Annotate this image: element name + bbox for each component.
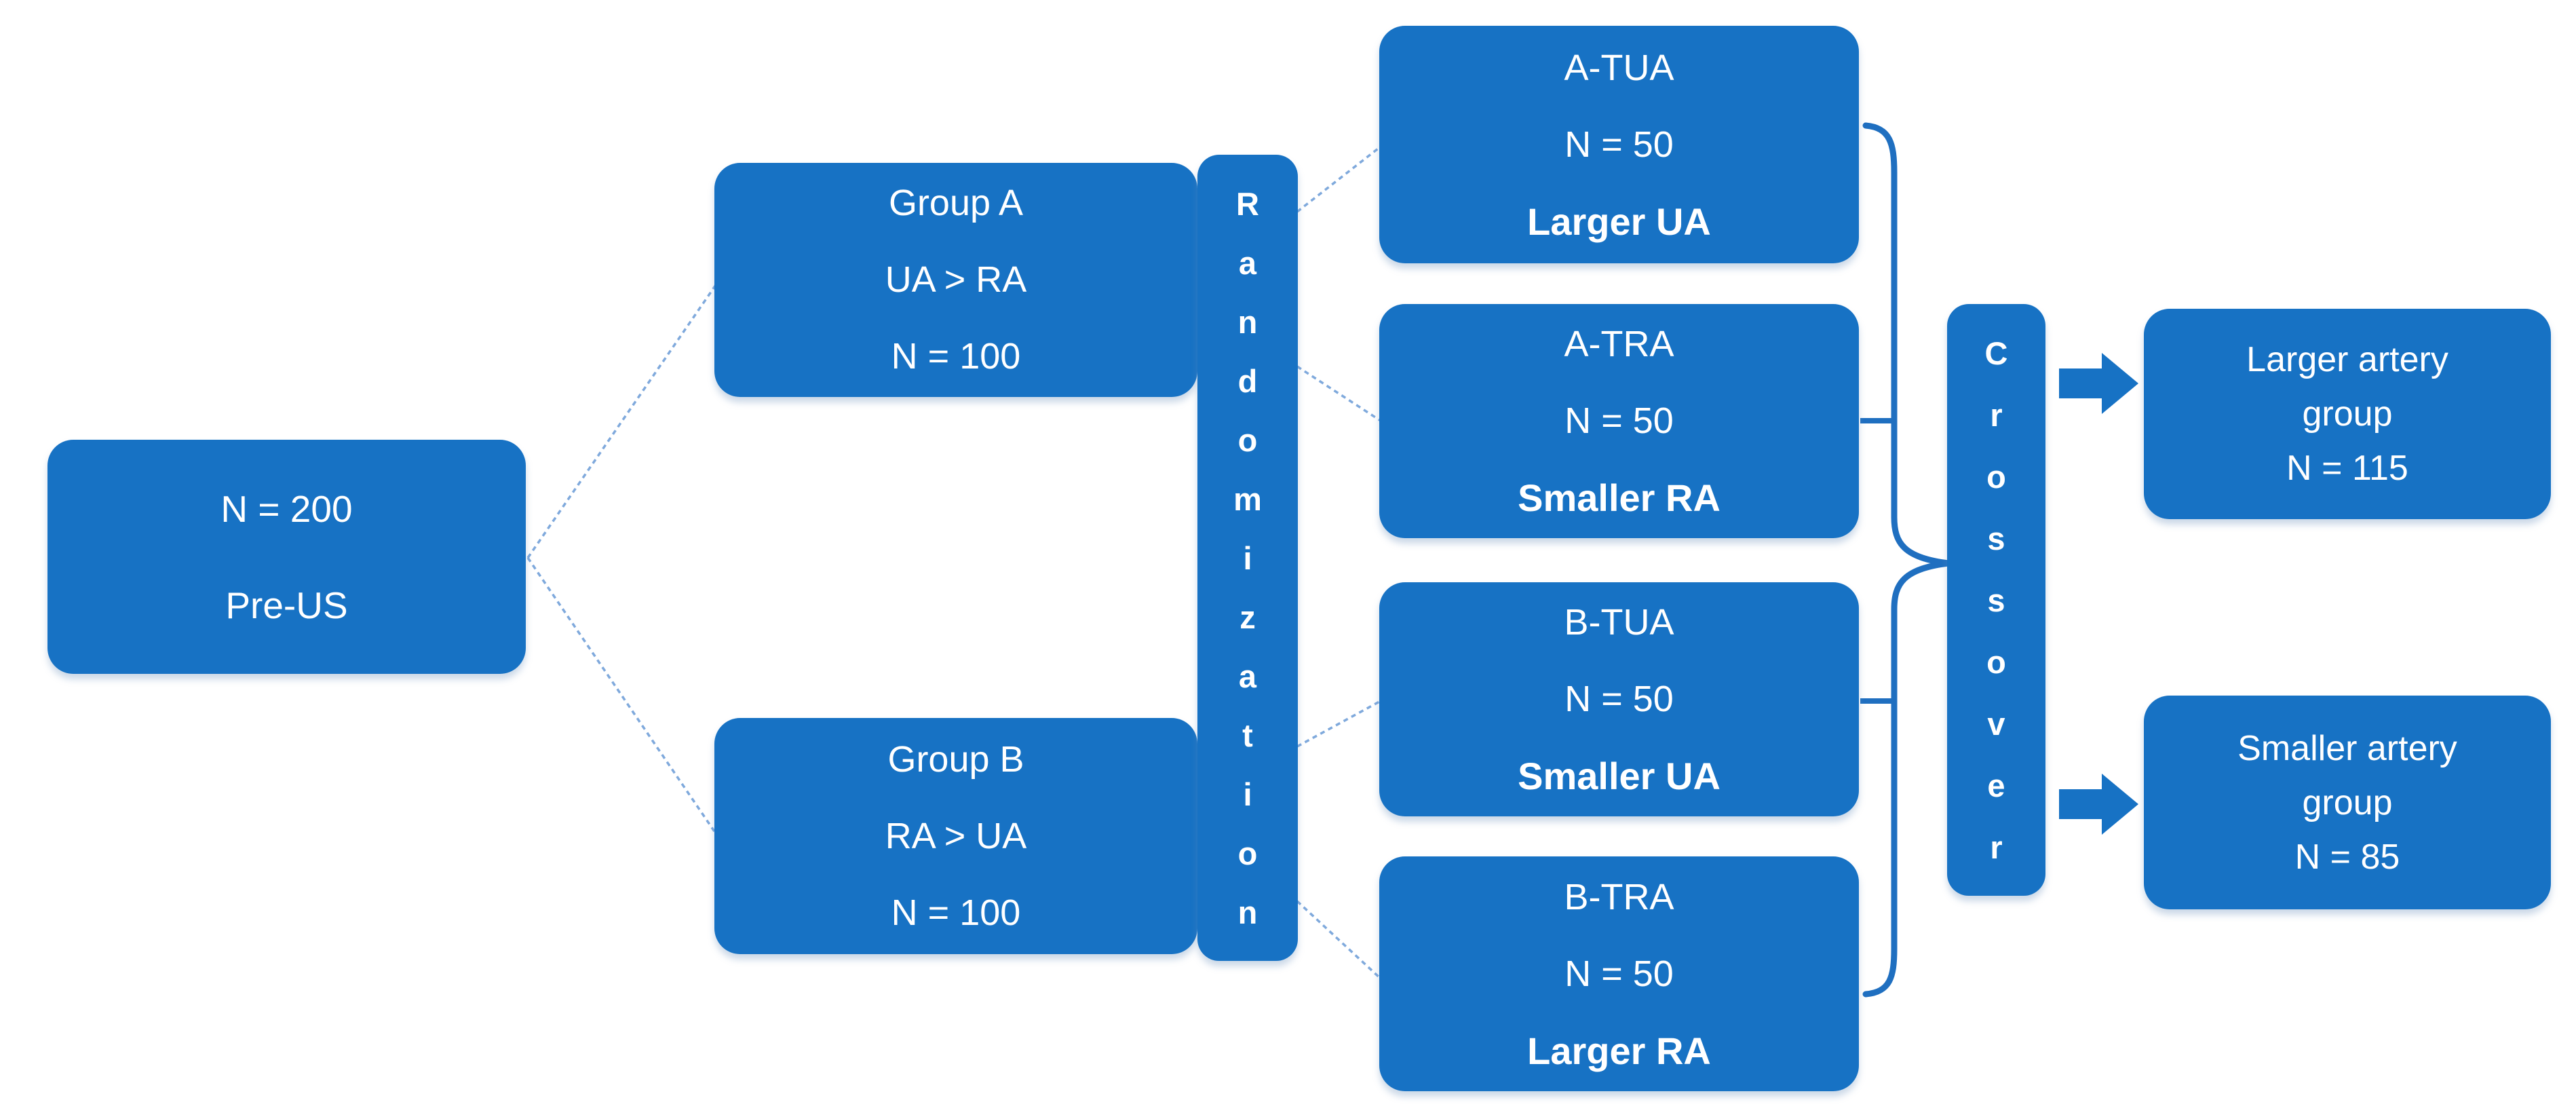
node-text: N = 50 [1564, 679, 1674, 719]
connector-line [526, 557, 717, 834]
node-b-tua: B-TUA N = 50 Smaller UA [1379, 582, 1859, 816]
node-text: N = 85 [2294, 837, 2400, 877]
connector-line [1296, 700, 1381, 748]
node-a-tra: A-TRA N = 50 Smaller RA [1379, 304, 1859, 538]
node-text: N = 50 [1564, 124, 1674, 165]
node-text: group [2302, 394, 2393, 434]
node-a-tua: A-TUA N = 50 Larger UA [1379, 26, 1859, 263]
node-text: A-TRA [1564, 324, 1674, 364]
node-text: Larger RA [1527, 1029, 1711, 1072]
node-text: Smaller artery [2237, 728, 2457, 768]
node-group-b: Group B RA > UA N = 100 [714, 718, 1197, 954]
node-text: N = 50 [1564, 400, 1674, 441]
node-text: N = 200 [220, 487, 353, 530]
node-text: Group B [887, 738, 1024, 780]
node-text: Smaller RA [1518, 476, 1720, 519]
node-group-a: Group A UA > RA N = 100 [714, 163, 1197, 397]
node-text: Group A [888, 183, 1024, 223]
node-text: Larger artery [2246, 340, 2448, 379]
node-text: N = 100 [891, 336, 1021, 377]
node-text: B-TRA [1564, 876, 1674, 917]
node-text: N = 115 [2286, 449, 2408, 488]
curly-brace [1862, 122, 1949, 998]
connector-line [1296, 365, 1381, 422]
connector-line [1296, 900, 1382, 980]
connector-line [1296, 145, 1382, 213]
node-text: Pre-US [225, 584, 348, 626]
connector-line [526, 284, 717, 558]
node-text: RA > UA [885, 815, 1027, 856]
node-text: UA > RA [885, 259, 1027, 300]
arrow-right-icon [2059, 353, 2138, 414]
node-larger-artery-group: Larger artery group N = 115 [2144, 309, 2551, 519]
node-text: N = 50 [1564, 953, 1674, 994]
node-pre-us: N = 200 Pre-US [47, 440, 526, 674]
node-text: Smaller UA [1518, 755, 1720, 797]
node-text: Larger UA [1527, 200, 1711, 243]
node-smaller-artery-group: Smaller artery group N = 85 [2144, 696, 2551, 909]
node-text: group [2302, 782, 2393, 822]
node-text: N = 100 [891, 892, 1021, 933]
node-text: B-TUA [1564, 602, 1674, 643]
arrow-right-icon [2059, 774, 2138, 835]
node-b-tra: B-TRA N = 50 Larger RA [1379, 856, 1859, 1091]
node-text: A-TUA [1564, 47, 1674, 88]
